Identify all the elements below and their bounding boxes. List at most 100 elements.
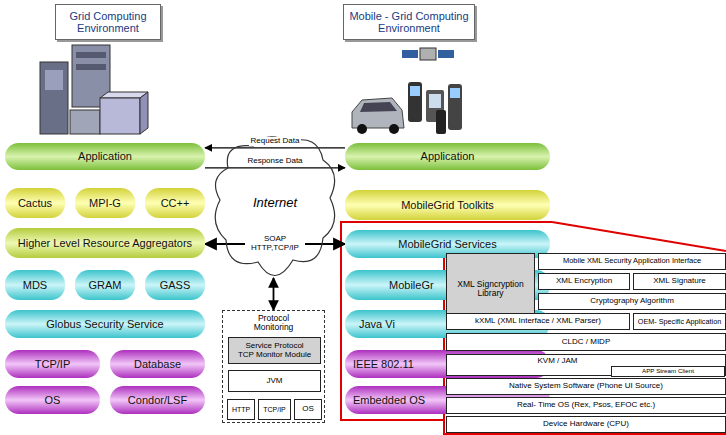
title-box: Grid Computing Environment bbox=[55, 4, 161, 40]
node-text: GASS bbox=[160, 279, 191, 291]
layer-band: Application bbox=[345, 143, 550, 170]
protocol-box: HTTP bbox=[227, 399, 255, 420]
module-box: Service Protocol TCP Monitor Module bbox=[228, 337, 321, 364]
node-text: Globus Security Service bbox=[46, 318, 163, 330]
server-machines bbox=[40, 45, 148, 134]
node-text: Cactus bbox=[18, 197, 52, 209]
stack-box: OEM- Specific Application bbox=[633, 313, 726, 330]
stack-box: Mobile XML Security Application Interfac… bbox=[538, 253, 726, 270]
stack-box: CLDC / MIDP bbox=[446, 333, 726, 351]
module-box: JVM bbox=[228, 370, 321, 392]
layer-band: Globus Security Service bbox=[5, 310, 205, 338]
stack-box: XML Signature bbox=[633, 273, 726, 290]
stack-box: Real- Time OS (Rex, Psos, EFOC etc.) bbox=[446, 397, 726, 414]
node-text: MobileGr bbox=[389, 279, 434, 291]
node-text: GRAM bbox=[89, 279, 122, 291]
system-pill: TCP/IP bbox=[5, 350, 100, 378]
edge-label: SOAP HTTP,TCP/IP bbox=[245, 235, 305, 253]
phone bbox=[448, 84, 462, 130]
callout-line bbox=[552, 222, 726, 251]
layer-band: Higher Level Resource Aggregators bbox=[5, 228, 205, 258]
server-stripe bbox=[76, 52, 106, 58]
node-text: XML Signature bbox=[653, 277, 706, 286]
toolkit-pill: CC++ bbox=[145, 188, 205, 218]
node-text: Higher Level Resource Aggregators bbox=[18, 237, 192, 249]
phone bbox=[408, 82, 422, 122]
detail-callout bbox=[341, 222, 726, 434]
node-text: KVM / JAM bbox=[537, 357, 577, 366]
node-text: Java Vi bbox=[359, 318, 395, 330]
pda-screen bbox=[429, 94, 441, 108]
node-text: Application bbox=[78, 150, 132, 162]
car-wheel bbox=[389, 124, 399, 134]
protocol-box: TCP/IP bbox=[258, 399, 291, 420]
layer-band: Application bbox=[5, 143, 205, 170]
protocol-box: OS bbox=[294, 399, 322, 420]
node-text: kXML (XML Interface / XML Parser) bbox=[475, 317, 601, 326]
node-text: MobileGrid Toolkits bbox=[401, 199, 494, 211]
server-panel bbox=[45, 70, 63, 90]
edge-label: Response Data bbox=[245, 157, 304, 166]
node-text: CLDC / MIDP bbox=[562, 338, 610, 347]
node-text: TCP/IP bbox=[263, 406, 286, 414]
node-text: MDS bbox=[23, 279, 47, 291]
phone-screen bbox=[410, 86, 420, 96]
satellite-panel bbox=[402, 50, 418, 58]
node-text: Internet bbox=[253, 196, 297, 210]
service-pill: MDS bbox=[5, 270, 65, 300]
layer-band: MobileGrid Toolkits bbox=[345, 190, 550, 220]
phone bbox=[436, 110, 446, 134]
server-box bbox=[70, 110, 100, 134]
node-text: Condor/LSF bbox=[128, 394, 187, 406]
node-text: Application bbox=[421, 150, 475, 162]
stack-box: Native System Software (Phone UI Source) bbox=[446, 378, 726, 395]
server-side bbox=[140, 92, 148, 134]
car-wheel bbox=[357, 124, 367, 134]
node-text: Mobile XML Security Application Interfac… bbox=[563, 257, 701, 265]
system-pill: OS bbox=[5, 386, 100, 414]
satellite-panel bbox=[438, 50, 454, 58]
node-text: HTTP bbox=[232, 406, 250, 414]
mobile-devices bbox=[352, 48, 462, 134]
node-text: Real- Time OS (Rex, Psos, EFOC etc.) bbox=[517, 401, 655, 410]
server-tower bbox=[40, 62, 68, 134]
connector bbox=[273, 278, 275, 310]
car-body bbox=[352, 98, 404, 128]
edge-label: Request Data bbox=[249, 137, 302, 146]
node-text: Mobile - Grid Computing Environment bbox=[348, 10, 470, 34]
service-pill: GASS bbox=[145, 270, 205, 300]
node-text: JVM bbox=[267, 377, 283, 386]
stack-box: APP Stream Client bbox=[611, 366, 725, 377]
server-stripe bbox=[76, 64, 106, 70]
phone-screen bbox=[450, 88, 460, 98]
stack-box: Cryptography Algorithm bbox=[538, 293, 726, 310]
satellite-body bbox=[420, 48, 436, 60]
connector bbox=[205, 147, 345, 148]
node-text: OS bbox=[302, 405, 314, 414]
node-text: MPI-G bbox=[89, 197, 121, 209]
toolkit-pill: MPI-G bbox=[75, 188, 135, 218]
node-text: Cryptography Algorithm bbox=[590, 297, 674, 306]
callout-outline bbox=[444, 251, 726, 434]
server-desk-unit bbox=[100, 98, 140, 134]
node-text: Protocol Monitoring bbox=[243, 314, 305, 333]
node-text: Native System Software (Phone UI Source) bbox=[509, 382, 663, 391]
connector bbox=[205, 167, 345, 168]
title-box: Mobile - Grid Computing Environment bbox=[343, 4, 475, 40]
node-text: OS bbox=[45, 394, 61, 406]
stack-box: Device Hardware (CPU) bbox=[446, 416, 726, 433]
cloud-shape bbox=[215, 137, 334, 276]
toolkit-pill: Cactus bbox=[5, 188, 65, 218]
node-text: Database bbox=[134, 358, 181, 370]
node-text: APP Stream Client bbox=[642, 368, 694, 375]
node-text: IEEE 802.11 bbox=[353, 358, 414, 370]
node-text: Embedded OS bbox=[353, 394, 425, 406]
node-text: Service Protocol TCP Monitor Module bbox=[237, 342, 312, 360]
system-pill: Database bbox=[110, 350, 205, 378]
internet-cloud: Internet bbox=[208, 128, 342, 278]
stack-box: kXML (XML Interface / XML Parser) bbox=[446, 313, 630, 330]
node-text: Device Hardware (CPU) bbox=[543, 420, 629, 429]
node-text: Grid Computing Environment bbox=[60, 10, 156, 34]
node-text: TCP/IP bbox=[35, 358, 70, 370]
system-pill: Condor/LSF bbox=[110, 386, 205, 414]
